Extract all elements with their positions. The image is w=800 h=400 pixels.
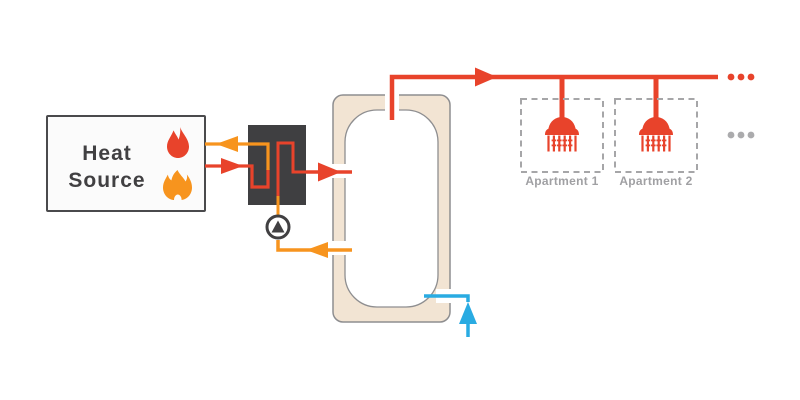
flow-arrow-cold-inlet (459, 302, 477, 324)
flow-arrow-tank-charge (318, 162, 341, 182)
apartment-label: Apartment 2 (619, 174, 692, 188)
apartment-unit-1: Apartment 1 (520, 77, 604, 188)
cold-water-inlet (424, 294, 477, 337)
flow-arrow-to-pump (306, 242, 328, 258)
pump-icon (265, 214, 291, 240)
shower-head-icon (545, 117, 579, 152)
bonfire-flame-icon (163, 170, 192, 200)
flow-arrow-supply (475, 67, 497, 87)
more-apartments-ellipsis-dots (727, 131, 755, 139)
tank-port-return (330, 241, 347, 255)
tank-charging-loop (265, 141, 352, 258)
storage-tank (330, 92, 453, 323)
heat-source: Heat Source (46, 115, 206, 212)
apartment-box (614, 98, 698, 173)
heat-exchanger (205, 125, 306, 205)
heat-source-label-line1: Heat (82, 142, 132, 165)
apartment-box (520, 98, 604, 173)
apartment-unit-2: Apartment 2 (614, 77, 698, 188)
flow-arrow-primary-return (216, 136, 238, 152)
cold-water-inlet-pipe (424, 294, 470, 302)
secondary-charge-pipe (276, 141, 306, 196)
flow-arrow-primary-supply (221, 158, 243, 174)
heat-source-label-line2: Source (68, 169, 145, 192)
shower-head-icon (639, 117, 673, 152)
apartment-label: Apartment 1 (525, 174, 598, 188)
flame-icon (167, 127, 189, 158)
supply-ellipsis-dots (727, 73, 755, 81)
tank-inner-vessel (344, 109, 439, 308)
hot-water-distribution (389, 67, 755, 139)
hot-water-supply-pipe (389, 74, 718, 120)
